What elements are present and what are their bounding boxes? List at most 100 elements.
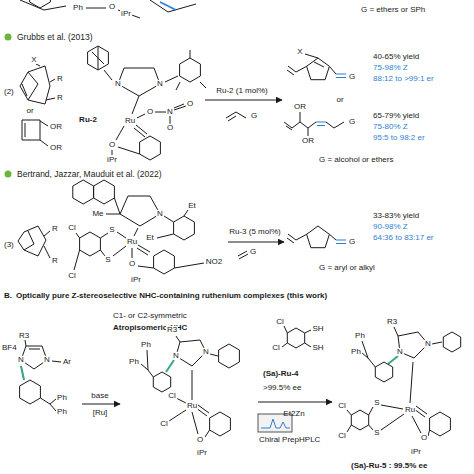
scheme-label: N	[17, 356, 25, 364]
scheme-label: Me	[91, 210, 104, 218]
scheme-label: R3	[386, 318, 398, 326]
structure-stroke	[73, 180, 94, 204]
structure-stroke	[228, 242, 284, 243]
scheme-label: OR	[49, 144, 63, 152]
structure-stroke	[362, 341, 375, 367]
scheme-label: Ru-3 (5 mol%)	[228, 228, 282, 236]
structure-stroke	[287, 234, 307, 243]
structure-stroke	[381, 405, 404, 430]
scheme-label: SH	[311, 344, 324, 352]
scheme-label: iPr	[106, 156, 118, 164]
scheme-label: Et	[187, 202, 197, 210]
structure-stroke	[120, 196, 160, 226]
scheme-label: S	[373, 399, 380, 407]
structure-stroke	[287, 328, 304, 348]
structure-stroke	[154, 250, 175, 274]
scheme-label: BF4	[1, 344, 18, 352]
scheme-label: Cl	[337, 402, 347, 410]
scheme-label: G	[348, 238, 356, 246]
scheme-label: 64:36 to 83:17 er	[372, 234, 435, 242]
structure-stroke	[22, 120, 40, 140]
structure-stroke	[112, 150, 113, 155]
scheme-label: G	[249, 248, 257, 256]
structure-stroke	[21, 366, 24, 380]
scheme-label: G = ethers or SPh	[360, 6, 426, 14]
structure-stroke	[347, 407, 373, 432]
structure-stroke	[180, 58, 201, 82]
scheme-label: Et2Zn	[282, 410, 305, 418]
scheme-label: OR	[301, 137, 315, 145]
structure-stroke	[326, 122, 344, 128]
scheme-label: Cl	[167, 392, 177, 400]
scheme-label: Ru	[126, 238, 138, 246]
scheme-label: G	[348, 73, 356, 81]
structure-stroke	[205, 100, 282, 101]
scheme-label: Cl	[67, 272, 77, 280]
structure-stroke	[287, 66, 307, 75]
scheme-label: OR	[49, 123, 63, 131]
scheme-label: N	[156, 80, 164, 88]
structure-stroke	[18, 226, 46, 256]
scheme-label: S	[104, 256, 111, 264]
structure-stroke	[40, 121, 48, 146]
structure-stroke	[134, 125, 147, 137]
structure-stroke	[165, 76, 178, 82]
scheme-label: 88:12 to >99:1 er	[372, 75, 435, 83]
scheme-label: N	[43, 356, 51, 364]
structure-stroke	[226, 112, 246, 121]
structure-stroke	[21, 340, 61, 380]
scheme-label: Ar	[62, 358, 72, 366]
scheme-label: R	[51, 225, 59, 233]
scheme-label: R	[51, 257, 59, 265]
structure-stroke	[394, 327, 442, 344]
structure-stroke	[443, 332, 460, 352]
structure-stroke	[36, 64, 55, 100]
scheme-label: N	[166, 108, 174, 116]
scheme-label: Bertrand, Jazzar, Mauduit et al. (2022)	[16, 170, 163, 179]
structure-stroke	[307, 58, 330, 80]
scheme-label: N	[156, 210, 164, 218]
structure-stroke	[329, 234, 336, 240]
scheme-label: O	[186, 100, 194, 108]
scheme-label: G = alcohol or ethers	[318, 156, 394, 164]
structure-stroke	[176, 50, 206, 90]
scheme-label: [Ru]	[92, 409, 109, 417]
structure-stroke	[88, 46, 109, 70]
structure-stroke	[5, 171, 12, 178]
structure-stroke	[261, 419, 290, 428]
structure-stroke	[300, 112, 308, 136]
scheme-label: G	[348, 118, 356, 126]
structure-stroke	[82, 404, 120, 405]
scheme-label: Ph	[354, 332, 366, 340]
structure-stroke	[238, 251, 248, 259]
scheme-label: or	[335, 96, 344, 104]
scheme-label: O	[108, 141, 116, 149]
structure-stroke	[258, 402, 332, 403]
scheme-label: N	[396, 348, 404, 356]
scheme-label: or	[25, 107, 34, 115]
structure-stroke	[92, 46, 104, 70]
structure-stroke	[104, 70, 112, 80]
scheme-label: Ph	[56, 408, 68, 416]
scheme-label: O	[420, 434, 428, 442]
structure-stroke	[153, 372, 170, 392]
scheme-label: (2)	[3, 88, 15, 96]
structure-stroke	[80, 232, 101, 256]
structure-stroke	[336, 240, 346, 244]
structure-stroke	[118, 147, 140, 154]
scheme-label: OR	[293, 103, 307, 111]
structure-stroke	[116, 126, 124, 140]
scheme-label: 75-98% Z	[372, 64, 409, 72]
scheme-label: R3	[18, 332, 30, 340]
scheme-label: O	[166, 124, 174, 132]
scheme-label: (3)	[3, 241, 15, 249]
scheme-label: Ph	[128, 358, 140, 366]
scheme-label: X	[296, 48, 303, 56]
scheme-label: S	[373, 429, 380, 437]
scheme-label: G = aryl or alkyl	[318, 264, 376, 272]
scheme-label: N	[114, 80, 122, 88]
scheme-label: Ru	[124, 117, 136, 125]
scheme-label: iPr	[196, 449, 208, 457]
structure-stroke	[160, 2, 176, 10]
scheme-label: X	[30, 56, 37, 64]
